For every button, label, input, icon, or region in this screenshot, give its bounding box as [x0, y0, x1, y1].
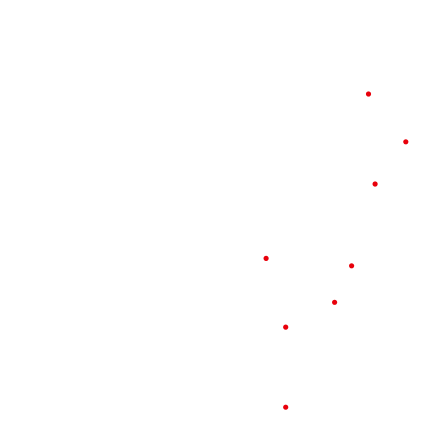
data-point-4: [263, 255, 269, 261]
data-point-2: [403, 139, 409, 145]
data-point-6: [332, 299, 338, 305]
data-point-7: [283, 324, 289, 330]
data-point-8: [283, 404, 289, 410]
data-point-5: [349, 263, 355, 269]
data-point-3: [372, 181, 378, 187]
data-points: [263, 91, 409, 410]
data-point-1: [365, 91, 372, 97]
